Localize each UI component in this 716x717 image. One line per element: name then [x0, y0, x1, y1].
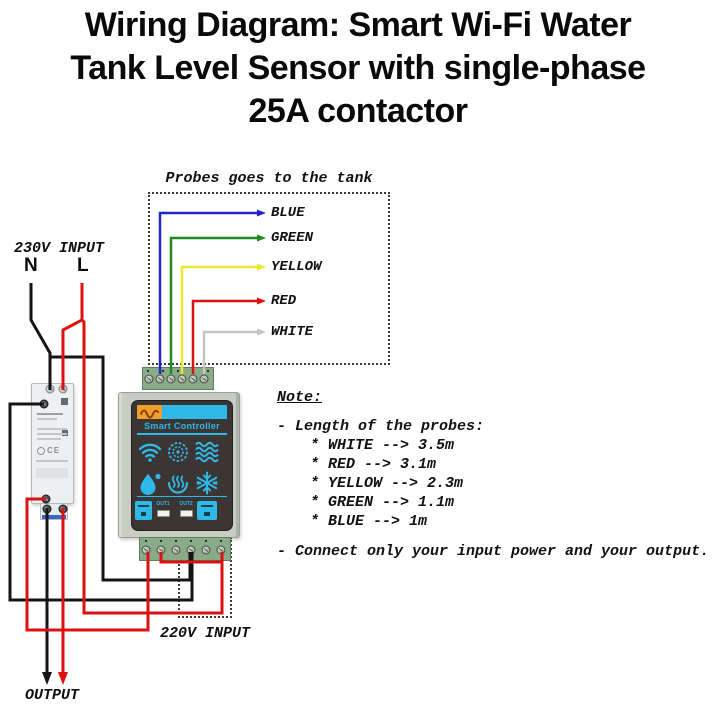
bottom-terminal-screw-4	[186, 545, 196, 555]
note-heading: Note:	[277, 389, 323, 406]
snowflake-icon	[194, 470, 220, 496]
probes-caption: Probes goes to the tank	[165, 170, 373, 187]
contactor-a2-screw	[41, 494, 51, 504]
contactor-text-line	[37, 418, 57, 420]
wifi-icon	[137, 439, 163, 465]
waves-icon	[194, 439, 220, 465]
out2-led	[180, 510, 193, 517]
output-black-arrow-icon	[42, 672, 52, 685]
note-bullet-red: * RED --> 3.1m	[310, 456, 437, 473]
label-line: L	[77, 255, 89, 276]
contactor-top-screw-right	[58, 384, 68, 394]
probe-label-red: RED	[271, 293, 297, 309]
probe-label-green: GREEN	[271, 230, 314, 246]
switch-button	[197, 501, 217, 520]
bottom-terminal-screw-1	[141, 545, 151, 555]
top-terminal-screw-2	[155, 374, 165, 384]
note-bullet-blue: * BLUE --> 1m	[310, 513, 428, 530]
bottom-terminal-dots	[145, 540, 225, 542]
wire-line-in	[61, 283, 84, 390]
probe-label-yellow: YELLOW	[271, 259, 322, 275]
top-terminal-screw-5	[188, 374, 198, 384]
output-red-arrow-icon	[58, 672, 68, 685]
note-length-title: - Length of the probes:	[277, 418, 485, 435]
button-row-divider	[137, 496, 227, 497]
contactor-bottom-screw-right	[58, 504, 68, 514]
contactor-text-line	[37, 438, 61, 440]
header-divider	[137, 433, 227, 435]
page-title: Wiring Diagram: Smart Wi-Fi Water Tank L…	[70, 6, 646, 130]
wire-neutral-in	[29, 283, 52, 390]
water-drop-icon	[137, 470, 163, 496]
config-button	[135, 501, 152, 520]
contactor-cert-ring-icon	[37, 447, 45, 455]
bottom-terminal-screw-2	[156, 545, 166, 555]
contactor-a1-screw	[39, 399, 49, 409]
bottom-terminal-screw-3	[171, 545, 181, 555]
note-bullet-green: * GREEN --> 1.1m	[310, 494, 455, 511]
probe-label-blue: BLUE	[271, 205, 305, 221]
note-block: Note: - Length of the probes: * WHITE --…	[277, 388, 709, 561]
contactor-text-line	[37, 433, 67, 435]
heat-icon	[165, 470, 191, 496]
controller-title: Smart Controller	[144, 421, 220, 431]
top-terminal-dots	[147, 370, 209, 372]
fan-ball-icon	[165, 439, 191, 465]
out2-label: OUT2	[179, 501, 193, 507]
out1-led	[157, 510, 170, 517]
label-output: OUTPUT	[25, 687, 80, 704]
contactor-diagram-area	[36, 468, 68, 478]
label-230v-input: 230V INPUT	[14, 240, 105, 257]
contactor-bottom-screw-left	[42, 504, 52, 514]
probe-label-white: WHITE	[271, 324, 314, 340]
contactor-qr-mark	[61, 398, 68, 405]
note-bullet-yellow: * YELLOW --> 2.3m	[310, 475, 464, 492]
brand-logo-icon	[137, 405, 162, 419]
label-220v-input: 220V INPUT	[160, 625, 251, 642]
contactor-top-screw-left	[45, 384, 55, 394]
bottom-terminal-screw-6	[216, 545, 226, 555]
out1-label: OUT1	[156, 501, 170, 507]
bottom-terminal-screw-5	[201, 545, 211, 555]
contactor-blue-stripe	[42, 515, 66, 519]
top-terminal-screw-1	[144, 374, 154, 384]
contactor-model-text	[37, 413, 63, 415]
label-neutral: N	[24, 255, 38, 276]
note-bullet-list: * WHITE --> 3.5m * RED --> 3.1m * YELLOW…	[277, 436, 709, 531]
top-terminal-screw-4	[177, 374, 187, 384]
note-footer: - Connect only your input power and your…	[277, 543, 710, 560]
probes-dashed-box	[148, 192, 390, 365]
top-terminal-screw-3	[166, 374, 176, 384]
top-terminal-screw-6	[199, 374, 209, 384]
contactor-ce-mark: CE	[47, 446, 61, 455]
note-bullet-white: * WHITE --> 3.5m	[310, 437, 455, 454]
contactor-text-line	[36, 460, 68, 462]
contactor-text-line	[37, 428, 67, 430]
